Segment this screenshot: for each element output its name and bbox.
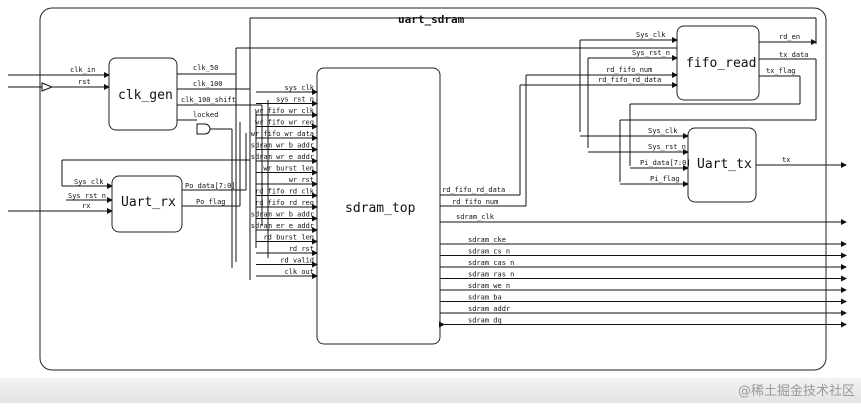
rd-en-label: rd_en [779,33,800,41]
sdram-top-input-label: wr_fifo_wr_data [251,130,314,138]
uart-rx-block [111,175,183,233]
clk-in-label: clk_in [70,66,95,74]
clk-100-label: clk_100 [193,80,223,88]
sdram-top-input-label: sdram_wr_e_addr [251,153,314,161]
po-flag-label: Po_flag [196,198,226,206]
fifo-read-label: fifo_read [686,56,756,71]
fifo-read-rd-fifo-num-label: rd_fifo_num [606,66,652,74]
sdram-clk-label: sdram_clk [456,213,495,221]
uart-rx-label: Uart_rx [121,195,176,210]
uart-rx-sys-rst-n-label: Sys_rst_n [68,192,106,200]
uart-tx-label: Uart_tx [697,157,752,172]
bottom-shade [0,378,861,403]
sdram-top-input-label: sdram_wr_b_addr [251,142,314,150]
sdram-bus-label: sdram_ras_n [468,271,514,279]
sdram-top-input-label: rd_burst_len [263,234,314,242]
clk-gen-output-wires [177,17,817,280]
input-wires [8,72,113,214]
sdram-top-input-label: sys_clk [284,84,314,92]
sdram-top-input-label: wr_rst [289,176,314,184]
sdram-top-input-label: rd_rst [289,245,314,253]
watermark: @稀土掘金技术社区 [737,384,855,399]
fifo-read-sys-clk-label: Sys_clk [636,31,666,39]
sdram-top-input-label: wr_fifo_wr_req [255,119,314,127]
fifo-read-block [676,25,760,101]
clk-gen-block [108,57,178,131]
po-data-label: Po_data[7:0] [185,182,236,190]
rd-fifo-num-out-label: rd_fifo_num [452,198,498,206]
sdram-top-input-list: sys_clk sys_rst_n wr_fifo_wr_clk wr_fifo_wr… [251,84,318,279]
sdram-top-input-label: sdram_er_e_addr [251,222,314,230]
tx-flag-label: tx_flag [766,67,796,75]
sdram-top-input-label: wr_burst_len [263,165,314,173]
sdram-bus-label: sdram_cas_n [468,259,514,267]
sdram-bus-label: sdram_cs_n [468,248,510,256]
uart-tx-wires [580,133,847,187]
uart-rx-wires [61,122,250,207]
tx-data-label: tx_data [779,51,809,59]
pi-data-label: Pi_data[7:0] [640,159,691,167]
sdram-bus-label: sdram_we_n [468,282,510,290]
pi-flag-label: Pi_flag [650,175,680,183]
uart-tx-sys-rst-n-label: Sys_rst_n [648,143,686,151]
clk-50-label: clk_50 [193,64,218,72]
fifo-read-wires [579,37,817,182]
sdram-top-input-label: rd_fifo_rd_clk [255,188,315,196]
sdram-top-input-label: rd_fifo_rd_req [255,199,314,207]
rst-label: rst [78,78,91,86]
sdram-top-input-label: clk_out [284,268,314,276]
rd-fifo-rd-data-out-label: rd_fifo_rd_data [442,186,505,194]
sdram-top-input-label: rd_valid [280,257,314,265]
uart-tx-sys-clk-label: Sys_clk [648,127,678,135]
locked-label: locked [193,111,218,119]
sdram-bus: sdram_cke sdram_cs_n sdram_cas_n sdram_ras_… [439,236,847,328]
clk-gen-label: clk_gen [118,88,173,103]
uart-rx-sys-clk-label: Sys_clk [74,178,104,186]
fifo-read-sys-rst-n-label: Sys_rst_n [632,49,670,57]
sdram-bus-label: sdram_ba [468,294,502,302]
sdram-top-output-wires [440,72,847,225]
sdram-top-input-label: sys_rst_n [276,96,314,104]
diagram-title: uart_sdram [398,13,465,26]
clk-100-shift-label: clk_100_shift [181,96,236,104]
sdram-bus-label: sdram_cke [468,236,506,244]
tx-label: tx [782,156,790,164]
sdram-bus-label: sdram_dq [468,317,502,325]
fifo-read-rd-fifo-rd-data-label: rd_fifo_rd_data [598,76,661,84]
sdram-top-input-label: wr_fifo_wr_clk [255,107,315,115]
sdram-bus-label: sdram_addr [468,305,510,313]
sdram-top-label: sdram_top [345,201,416,216]
rx-label: rx [82,202,90,210]
sdram-top-input-label: sdram_wr_b_addr [251,211,314,219]
